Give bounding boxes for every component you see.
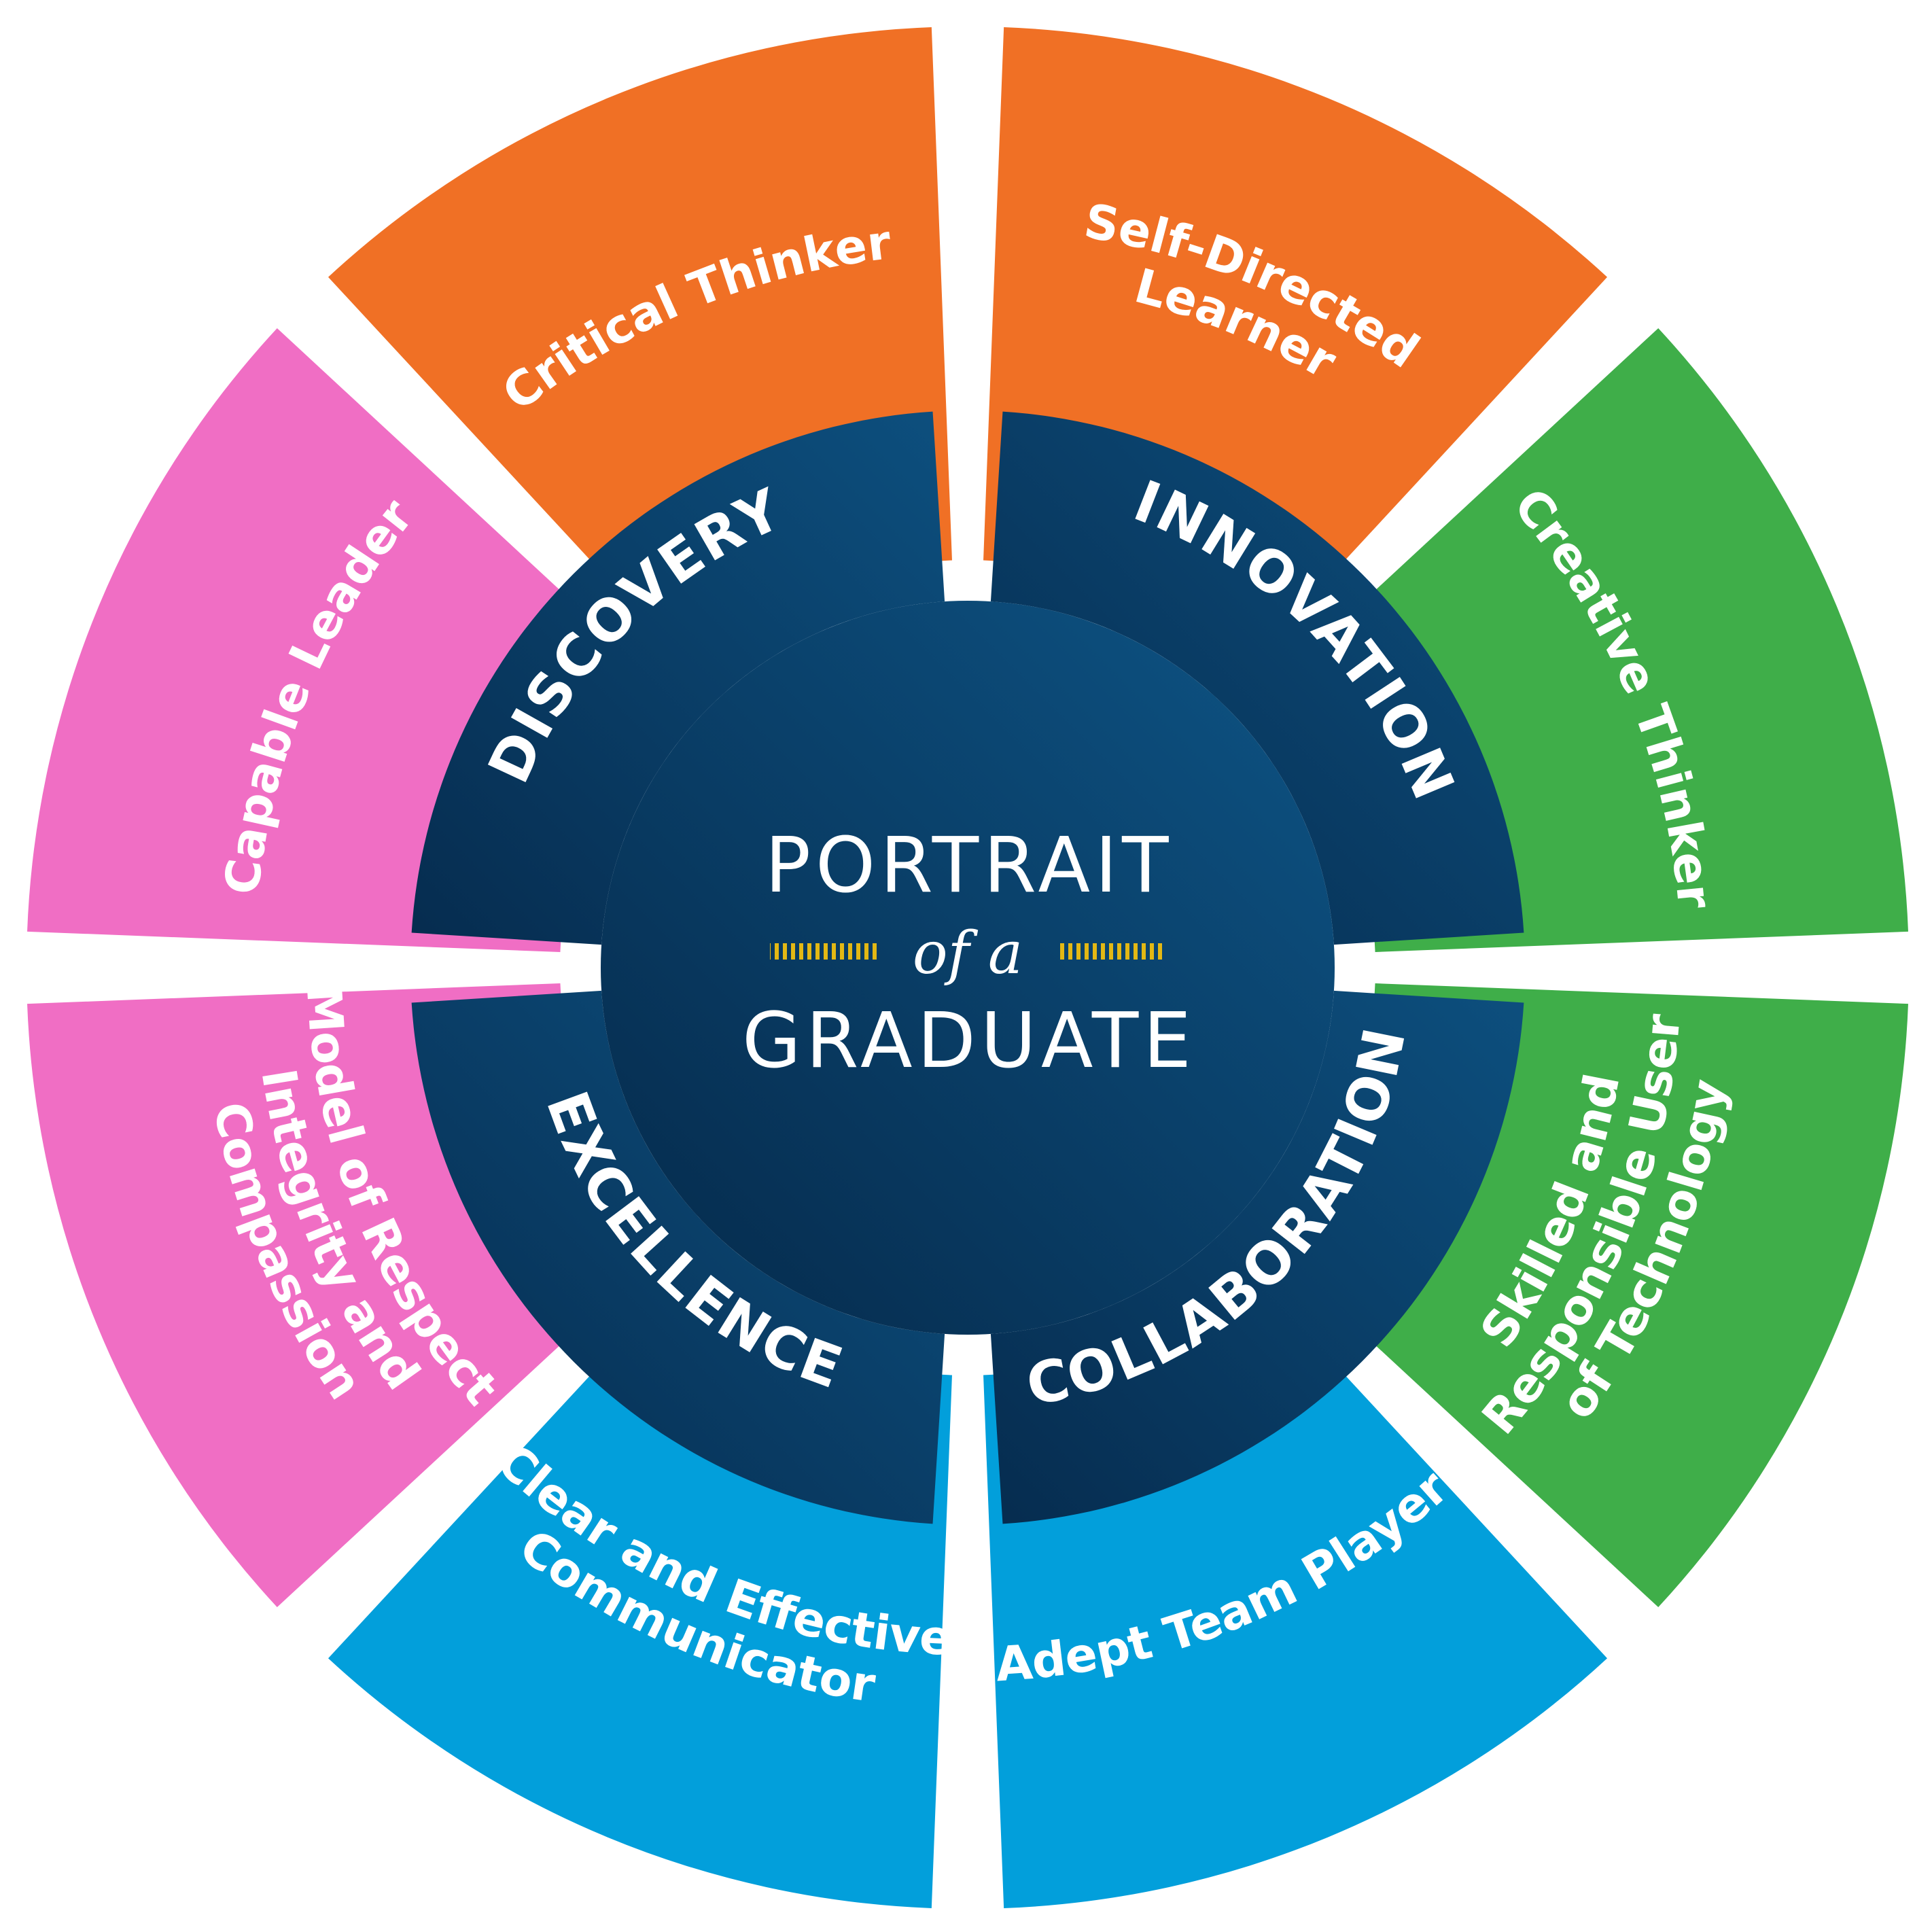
center-title-line1: PORTRAIT (765, 822, 1173, 910)
center-title-line3: GRADUATE (742, 997, 1196, 1085)
inner-segment-discovery (411, 411, 945, 945)
inner-segment-excellence (411, 990, 945, 1524)
center-circle-group: PORTRAIT of a GRADUATE (601, 601, 1335, 1335)
gold-accent-left (770, 943, 879, 960)
inner-segment-collaboration (990, 990, 1524, 1524)
inner-segment-innovation (990, 411, 1524, 945)
center-circle (601, 601, 1335, 1335)
center-title-line2: of a (913, 919, 1023, 987)
gold-accent-right (1057, 943, 1165, 960)
